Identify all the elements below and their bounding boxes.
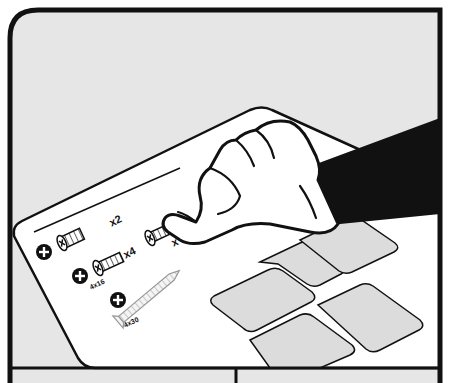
assembly-illustration: [0, 0, 454, 383]
